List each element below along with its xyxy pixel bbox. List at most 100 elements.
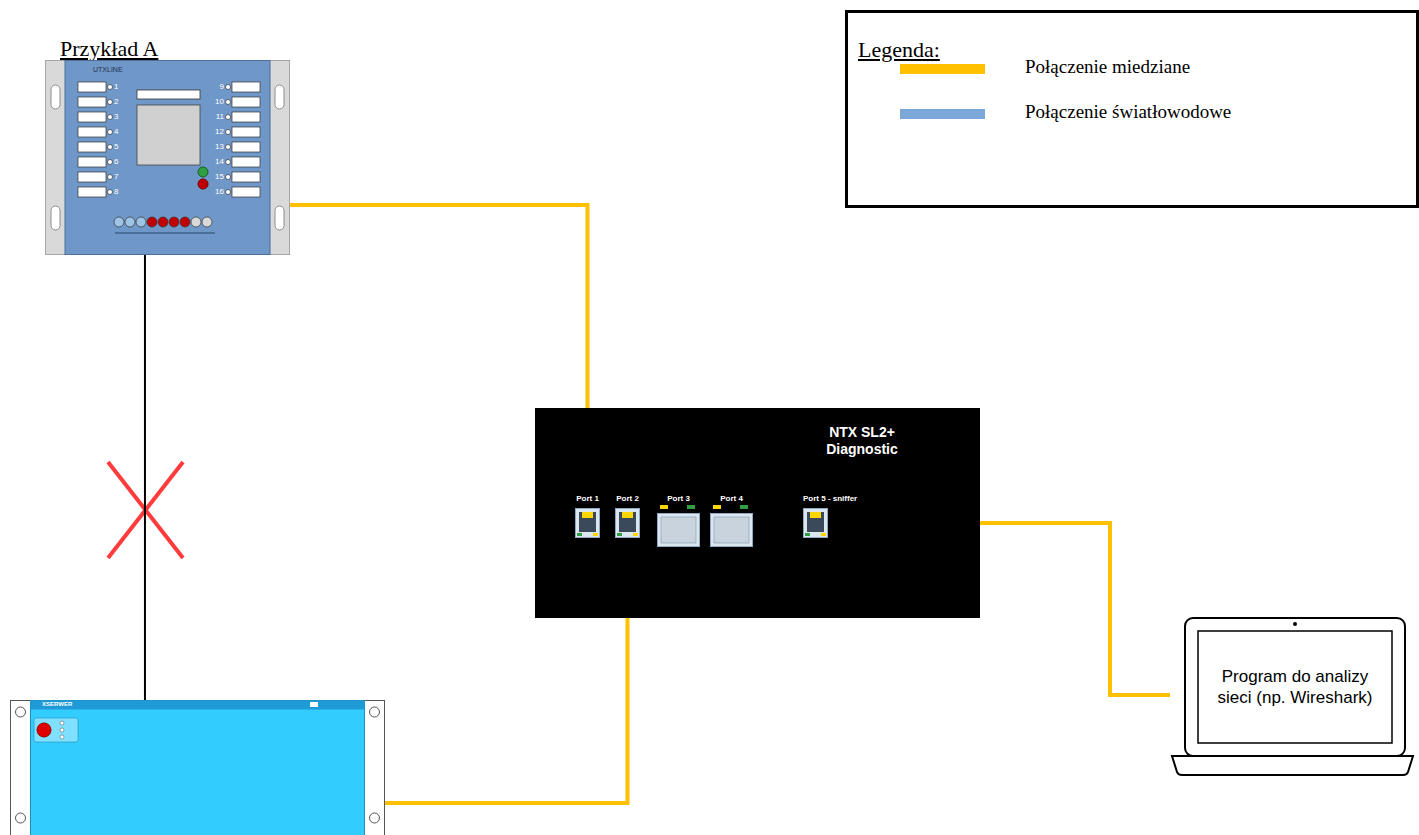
port-icon — [615, 508, 640, 538]
shape — [158, 217, 168, 227]
shape — [108, 85, 113, 90]
port-icon — [710, 505, 753, 547]
shape — [579, 512, 596, 532]
shape — [16, 707, 26, 717]
shape — [226, 100, 231, 105]
shape — [147, 217, 157, 227]
shape — [46, 61, 290, 255]
shape — [687, 505, 695, 509]
callout-number: 15 — [211, 173, 224, 181]
shape — [593, 533, 598, 536]
shape — [31, 701, 365, 835]
port-label: Port 2 — [615, 494, 640, 504]
shape — [807, 512, 824, 532]
shape — [370, 813, 380, 823]
shape — [51, 206, 60, 230]
sfp-port — [710, 505, 753, 547]
shape — [577, 533, 582, 536]
shape — [31, 701, 365, 710]
device-name: UTXLINE — [93, 66, 123, 73]
shape — [51, 85, 60, 109]
shape — [232, 97, 260, 107]
legend-swatch — [900, 109, 985, 119]
shape — [232, 127, 260, 137]
callout-number: 8 — [114, 188, 118, 196]
laptop: Program do analizy sieci (np. Wireshark) — [1170, 615, 1415, 777]
port: Port 2 — [615, 494, 640, 538]
shape — [114, 217, 124, 227]
callout-number: 2 — [114, 98, 118, 106]
cut-connection — [144, 255, 146, 700]
legend-text: Połączenie miedziane — [1025, 56, 1190, 78]
legend-swatch — [900, 64, 985, 74]
shape — [108, 115, 113, 120]
shape — [658, 514, 700, 547]
shape — [370, 707, 380, 717]
shape — [1172, 756, 1413, 775]
shape — [108, 145, 113, 150]
legend-heading: Legenda: — [858, 37, 940, 63]
shape — [180, 217, 190, 227]
shape — [804, 509, 828, 538]
screen-text: Program do analizy sieci (np. Wireshark) — [1213, 666, 1378, 708]
shape — [1293, 622, 1297, 626]
shape — [78, 157, 106, 167]
shape — [60, 735, 64, 739]
shape — [232, 112, 260, 122]
rj45-port — [575, 508, 600, 538]
port-icon — [803, 508, 828, 538]
shape — [660, 505, 668, 509]
shape — [65, 61, 270, 255]
shape — [78, 82, 106, 92]
shape — [11, 701, 31, 835]
shape — [821, 533, 826, 536]
shape — [226, 190, 231, 195]
port: Port 5 - sniffer — [803, 494, 828, 538]
callout-number: 11 — [211, 113, 224, 121]
callout-number: 12 — [211, 128, 224, 136]
shape — [582, 512, 593, 518]
screen-area: Program do analizy sieci (np. Wireshark) — [1200, 633, 1390, 741]
utx-panel: UTXLINE12345678910111213141516 — [45, 60, 290, 255]
port-label: Port 4 — [710, 494, 753, 504]
shape — [37, 723, 51, 737]
shape — [34, 718, 78, 742]
shape — [198, 179, 208, 189]
shape — [226, 115, 231, 120]
shape — [16, 813, 26, 823]
shape — [275, 206, 284, 230]
port-label: Port 5 - sniffer — [803, 494, 828, 504]
utx-illustration — [45, 60, 290, 255]
sfp-port — [657, 505, 700, 547]
shape — [232, 157, 260, 167]
shape — [232, 142, 260, 152]
shape — [202, 217, 212, 227]
port-icon — [575, 508, 600, 538]
shape — [78, 112, 106, 122]
shape — [60, 721, 64, 725]
diagram-title: Przykład A — [60, 36, 158, 62]
callout-number: 1 — [114, 83, 118, 91]
shape — [78, 187, 106, 197]
shape — [78, 127, 106, 137]
port-label: Port 3 — [657, 494, 700, 504]
shape — [78, 97, 106, 107]
shape — [810, 512, 821, 518]
shape — [622, 512, 633, 518]
shape — [108, 190, 113, 195]
shape — [310, 702, 318, 707]
port-icon — [657, 505, 700, 547]
shape — [60, 728, 64, 732]
shape — [137, 105, 200, 165]
shape — [713, 505, 721, 509]
shape — [740, 505, 748, 509]
shape — [125, 217, 135, 227]
shape — [232, 172, 260, 182]
shape — [226, 130, 231, 135]
legend-text: Połączenie światłowodowe — [1025, 101, 1231, 123]
shape — [576, 509, 600, 538]
shape — [1198, 631, 1392, 743]
shape — [661, 517, 696, 543]
callout-number: 7 — [114, 173, 118, 181]
shape — [108, 160, 113, 165]
